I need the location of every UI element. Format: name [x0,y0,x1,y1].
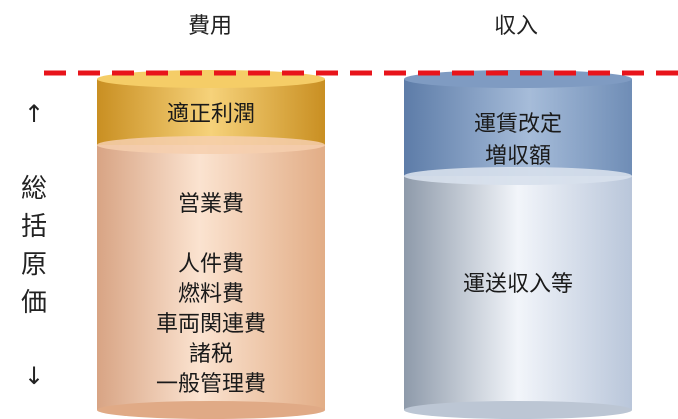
income-top-band [404,79,632,176]
cost-item: 人件費 [177,252,244,277]
income-top-label-line1: 運賃改定 [473,112,562,137]
income-heading: 収入 [493,14,538,39]
side-label-vertical: 総括原価 [20,174,47,318]
income-band-edge [404,167,632,185]
up-arrow-icon: ↑ [23,100,45,128]
cost-band-edge [97,136,325,154]
cost-top-label: 適正利潤 [166,102,255,127]
cost-heading: 費用 [187,14,232,39]
income-top-label-line2: 増収額 [484,144,551,169]
income-body [404,176,632,410]
cost-item: 一般管理費 [155,372,266,397]
cost-op-label: 営業費 [177,192,244,217]
income-main-label: 運送収入等 [462,272,573,297]
cost-bottom [97,401,325,419]
income-bottom [404,401,632,419]
income-cylinder [404,70,632,419]
cost-top-band [97,79,325,145]
cost-body [97,145,325,410]
cost-item: 燃料費 [177,282,244,307]
cost-item: 諸税 [188,342,233,367]
down-arrow-icon: ↓ [23,362,45,390]
cost-cylinder [97,70,325,419]
cost-item: 車両関連費 [155,312,266,337]
cost-item-list: 人件費 燃料費 車両関連費 諸税 一般管理費 [97,250,325,400]
